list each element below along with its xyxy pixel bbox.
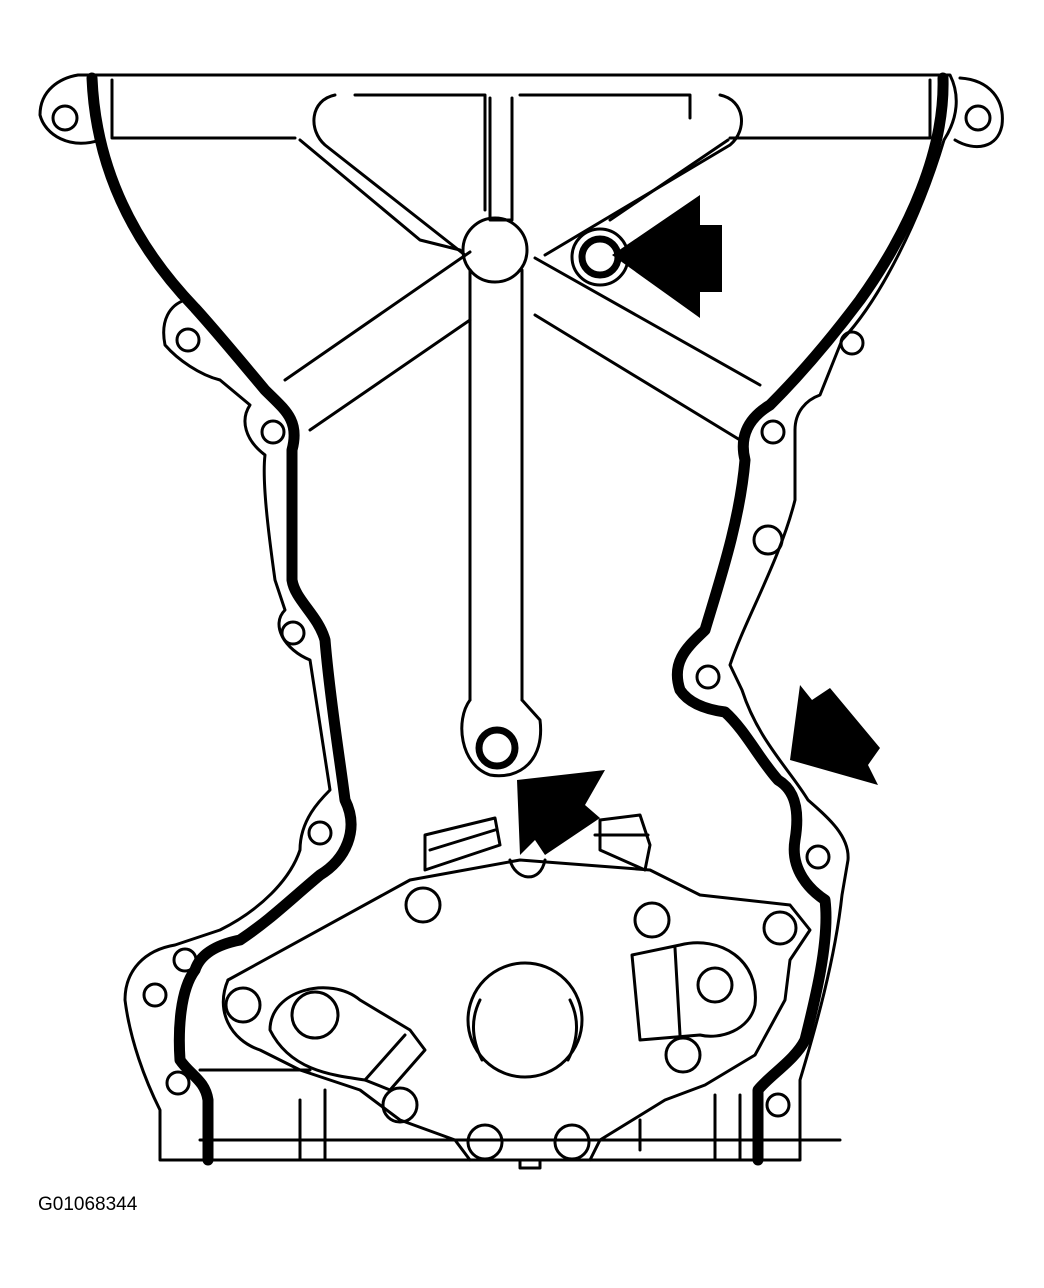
arrow-center — [517, 770, 605, 855]
sealant-point-center — [475, 726, 519, 770]
pump-bolt-4 — [381, 1086, 419, 1124]
bolt-hole-left-2 — [260, 419, 286, 445]
crankshaft-seal-bore — [466, 961, 584, 1079]
sealant-point-upper — [578, 235, 622, 279]
bolt-hole-left-4 — [307, 820, 333, 846]
pump-bolt-5 — [466, 1123, 504, 1161]
bolt-hole-top-left — [51, 104, 79, 132]
cover-outline — [38, 73, 958, 1162]
arrow-upper — [612, 195, 722, 318]
bolt-hole-left-6 — [142, 982, 168, 1008]
rib-hub — [461, 216, 529, 284]
bolt-hole-right-7 — [765, 1092, 791, 1118]
pump-bolt-7 — [664, 1036, 702, 1074]
bolt-hole-right-5 — [805, 844, 831, 870]
pump-bolt-1 — [404, 886, 442, 924]
pump-bolt-6 — [553, 1123, 591, 1161]
pump-bolt-3 — [224, 986, 262, 1024]
bolt-hole-left-7 — [165, 1070, 191, 1096]
bolt-hole-right-3 — [752, 524, 784, 556]
arrow-right — [790, 685, 880, 785]
bolt-hole-right-6 — [762, 910, 798, 946]
pump-bolt-2 — [633, 901, 671, 939]
bolt-hole-right-4 — [695, 664, 721, 690]
bolt-hole-left-1 — [175, 327, 201, 353]
bolt-hole-right-1 — [839, 330, 865, 356]
bolt-hole-top-right — [964, 104, 992, 132]
figure-id: G01068344 — [38, 1194, 138, 1215]
sealant-bead — [86, 72, 357, 1166]
bolt-hole-right-2 — [760, 419, 786, 445]
bolt-hole-left-3 — [280, 620, 306, 646]
